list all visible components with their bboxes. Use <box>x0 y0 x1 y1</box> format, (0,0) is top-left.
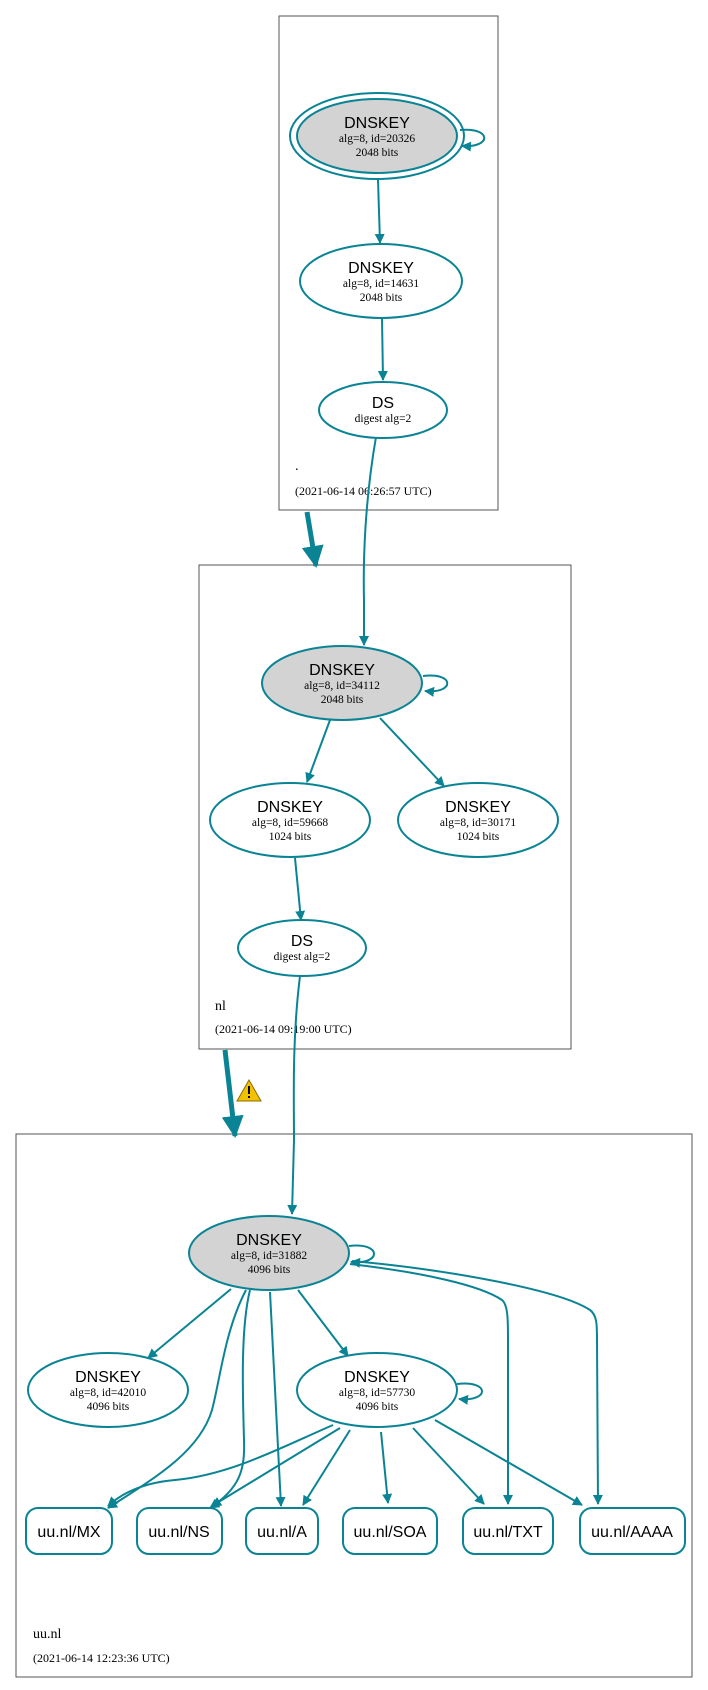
root-ds-params: digest alg=2 <box>355 413 412 425</box>
rrset-soa-node[interactable]: uu.nl/SOA <box>342 1507 438 1555</box>
delegation-nl-to-uu <box>221 1049 244 1138</box>
zone-uu-name: uu.nl <box>33 1627 62 1642</box>
root-zsk-node[interactable]: DNSKEY alg=8, id=14631 2048 bits <box>299 243 463 319</box>
rrset-aaaa-node[interactable]: uu.nl/AAAA <box>579 1507 686 1555</box>
nl-ksk-bits: 2048 bits <box>321 694 364 706</box>
uu-zsk1-title: DNSKEY <box>75 1369 141 1386</box>
edge-nl-ksk-self <box>422 674 449 697</box>
nl-ksk-node[interactable]: DNSKEY alg=8, id=34112 2048 bits <box>261 645 423 721</box>
edge-uu-ksk-to-mx <box>107 1289 247 1509</box>
zone-nl-timestamp: (2021-06-14 09:19:00 UTC) <box>215 1022 352 1036</box>
warning-triangle-icon[interactable] <box>236 1078 262 1102</box>
uu-zsk2-bits: 4096 bits <box>356 1401 399 1413</box>
nl-zsk2-node[interactable]: DNSKEY alg=8, id=30171 1024 bits <box>397 782 559 858</box>
zone-uu-timestamp: (2021-06-14 12:23:36 UTC) <box>33 1651 170 1665</box>
edge-uu-zsk2-self <box>456 1382 483 1405</box>
root-ksk-bits: 2048 bits <box>356 147 399 159</box>
nl-zsk2-title: DNSKEY <box>445 799 511 816</box>
rrset-a-node[interactable]: uu.nl/A <box>245 1507 319 1555</box>
delegation-root-to-nl <box>301 511 324 568</box>
edge-uu-ksk-to-zsk2 <box>297 1289 349 1357</box>
nl-zsk2-params: alg=8, id=30171 <box>440 817 516 829</box>
root-zsk-title: DNSKEY <box>348 260 414 277</box>
edge-root-ksk-self <box>459 128 486 152</box>
zone-nl-name: nl <box>215 999 226 1014</box>
edge-uu-ksk-to-zsk1 <box>147 1288 232 1359</box>
rrset-ns-node[interactable]: uu.nl/NS <box>136 1507 223 1555</box>
uu-zsk1-node[interactable]: DNSKEY alg=8, id=42010 4096 bits <box>27 1352 189 1428</box>
uu-ksk-title: DNSKEY <box>236 1232 302 1249</box>
edge-uu-ksk-to-txt <box>349 1263 513 1505</box>
edge-uu-zsk2-to-aaaa <box>434 1419 583 1506</box>
root-ksk-params: alg=8, id=20326 <box>339 133 415 145</box>
edge-nl-ksk-to-zsk2 <box>379 717 445 787</box>
edge-uu-zsk2-to-txt <box>412 1427 485 1505</box>
root-zsk-params: alg=8, id=14631 <box>343 278 419 290</box>
uu-zsk1-params: alg=8, id=42010 <box>70 1387 146 1399</box>
root-ksk-title: DNSKEY <box>344 115 410 132</box>
edge-uu-zsk2-to-soa <box>380 1431 393 1504</box>
edge-uu-zsk2-to-a <box>302 1429 351 1506</box>
nl-ds-params: digest alg=2 <box>274 951 331 963</box>
rrset-mx-label: uu.nl/MX <box>37 1524 100 1541</box>
edge-uu-ksk-to-aaaa <box>351 1260 603 1505</box>
nl-ksk-params: alg=8, id=34112 <box>304 680 380 692</box>
edge-uu-zsk2-to-ns <box>211 1427 341 1507</box>
uu-zsk2-params: alg=8, id=57730 <box>339 1387 415 1399</box>
nl-ds-node[interactable]: DS digest alg=2 <box>237 919 367 977</box>
rrset-aaaa-label: uu.nl/AAAA <box>591 1524 673 1541</box>
uu-zsk2-title: DNSKEY <box>344 1369 410 1386</box>
nl-zsk1-params: alg=8, id=59668 <box>252 817 328 829</box>
zone-root-name: . <box>295 459 299 474</box>
root-ds-title: DS <box>372 395 394 412</box>
uu-zsk2-node[interactable]: DNSKEY alg=8, id=57730 4096 bits <box>296 1352 458 1428</box>
edge-nl-zsk1-to-ds <box>294 857 306 921</box>
edge-uu-ksk-to-ns <box>209 1289 251 1509</box>
nl-zsk1-bits: 1024 bits <box>269 831 312 843</box>
uu-ksk-params: alg=8, id=31882 <box>231 1250 307 1262</box>
nl-ksk-title: DNSKEY <box>309 662 375 679</box>
edge-uu-ksk-to-a <box>269 1291 286 1507</box>
rrset-a-label: uu.nl/A <box>257 1524 307 1541</box>
nl-ds-title: DS <box>291 933 313 950</box>
root-ds-node[interactable]: DS digest alg=2 <box>318 381 448 439</box>
zone-root-timestamp: (2021-06-14 06:26:57 UTC) <box>295 484 432 498</box>
root-ksk-node[interactable]: DNSKEY alg=8, id=20326 2048 bits <box>289 92 465 180</box>
uu-ksk-bits: 4096 bits <box>248 1264 291 1276</box>
rrset-mx-node[interactable]: uu.nl/MX <box>25 1507 113 1555</box>
uu-ksk-node[interactable]: DNSKEY alg=8, id=31882 4096 bits <box>188 1215 350 1291</box>
edge-nl-ksk-to-zsk1 <box>305 719 331 783</box>
nl-zsk2-bits: 1024 bits <box>457 831 500 843</box>
edge-root-zsk-to-ds <box>377 317 388 381</box>
nl-zsk1-title: DNSKEY <box>257 799 323 816</box>
rrset-soa-label: uu.nl/SOA <box>354 1524 427 1541</box>
edge-uu-zsk2-to-mx <box>107 1424 334 1507</box>
uu-zsk1-bits: 4096 bits <box>87 1401 130 1413</box>
edge-root-ds-to-nl-ksk <box>359 436 377 646</box>
rrset-txt-label: uu.nl/TXT <box>473 1524 543 1541</box>
root-zsk-bits: 2048 bits <box>360 292 403 304</box>
edge-nl-ds-to-uu-ksk <box>287 975 301 1215</box>
rrset-txt-node[interactable]: uu.nl/TXT <box>462 1507 554 1555</box>
edge-root-ksk-to-zsk <box>374 179 385 244</box>
nl-zsk1-node[interactable]: DNSKEY alg=8, id=59668 1024 bits <box>209 782 371 858</box>
rrset-ns-label: uu.nl/NS <box>148 1524 209 1541</box>
